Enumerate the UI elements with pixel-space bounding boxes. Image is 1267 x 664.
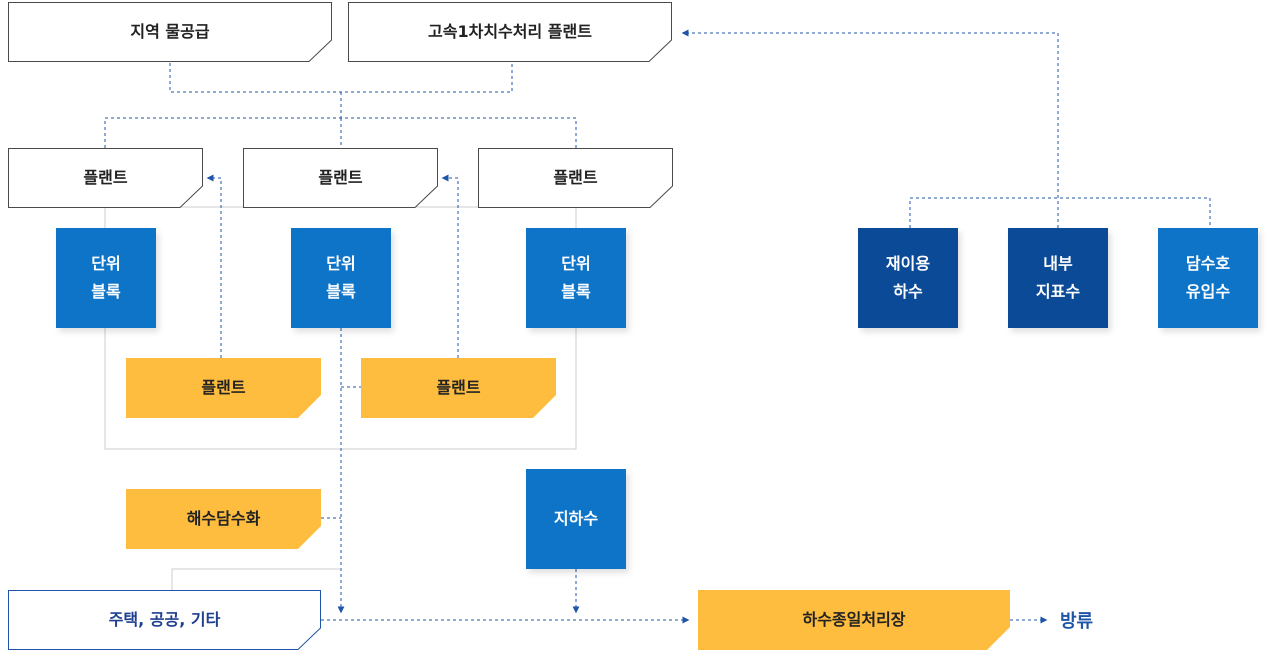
final-treatment-label: 하수종일처리장 (802, 610, 906, 629)
yellow-plant-right-box: 플랜트 (361, 358, 556, 418)
highspeed-plant-box: 고속1차치수처리 플랜트 (348, 2, 672, 62)
desalination-box: 해수담수화 (126, 489, 321, 549)
yellow-right-to-plant-connector (441, 174, 459, 358)
internal-surface-label: 내부 지표수 (1035, 254, 1081, 301)
desalination-label: 해수담수화 (186, 509, 261, 528)
reuse-sewage-label: 재이용 하수 (885, 254, 931, 301)
internal-surface-block: 내부 지표수 (1008, 228, 1108, 328)
reuse-sewage-block: 재이용 하수 (858, 228, 958, 328)
right-up-connector (681, 29, 1059, 228)
highspeed-plant-label: 고속1차치수처리 플랜트 (428, 22, 592, 41)
plant-mid-box: 플랜트 (243, 148, 438, 208)
housing-label: 주택, 공공, 기타 (108, 610, 221, 629)
lake-inflow-block: 담수호 유입수 (1158, 228, 1258, 328)
yellow-plant-right-label: 플랜트 (436, 378, 481, 397)
right-group-connector (909, 197, 1211, 228)
unit-block-right-label: 단위 블록 (561, 254, 591, 301)
unit-block-right: 단위 블록 (526, 228, 626, 328)
plant-right-box: 플랜트 (478, 148, 673, 208)
discharge-label: 방류 (1060, 611, 1094, 632)
housing-box: 주택, 공공, 기타 (8, 590, 321, 650)
plant-right-label: 플랜트 (553, 168, 598, 187)
regional-water-box: 지역 물공급 (8, 2, 332, 62)
lake-inflow-label: 담수호 유입수 (1185, 254, 1231, 301)
regional-water-label: 지역 물공급 (130, 22, 210, 41)
yellow-left-to-plant-connector (206, 174, 222, 358)
top-merge-connector (169, 63, 513, 93)
final-treatment-box: 하수종일처리장 (698, 590, 1010, 650)
housing-frame (171, 568, 340, 590)
plant-left-box: 플랜트 (8, 148, 203, 208)
unit-block-left: 단위 블록 (56, 228, 156, 328)
plant-left-label: 플랜트 (83, 168, 128, 187)
unit-block-mid: 단위 블록 (291, 228, 391, 328)
unit-block-mid-label: 단위 블록 (326, 254, 356, 301)
plant-mid-label: 플랜트 (318, 168, 363, 187)
yellow-plant-left-box: 플랜트 (126, 358, 321, 418)
groundwater-block: 지하수 (526, 469, 626, 569)
yellow-plant-left-label: 플랜트 (201, 378, 246, 397)
groundwater-label: 지하수 (553, 509, 599, 528)
unit-block-left-label: 단위 블록 (91, 254, 121, 301)
